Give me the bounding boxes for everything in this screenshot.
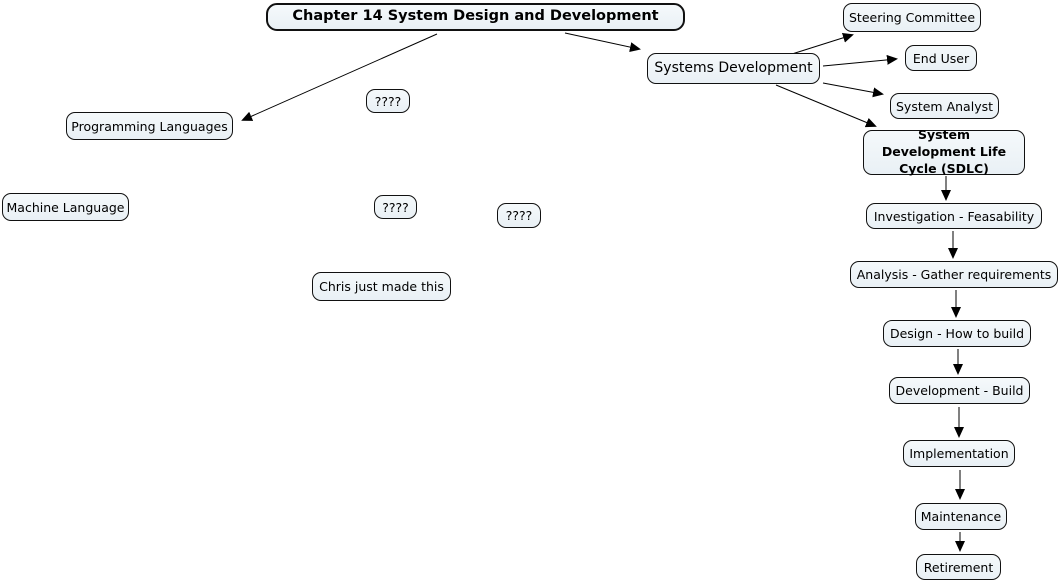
node-analysis[interactable]: Analysis - Gather requirements bbox=[850, 261, 1058, 288]
node-unknown-1[interactable]: ???? bbox=[366, 89, 410, 113]
node-sdlc[interactable]: System Development Life Cycle (SDLC) bbox=[863, 127, 1025, 176]
node-end-user[interactable]: End User bbox=[905, 45, 977, 71]
node-chris-note[interactable]: Chris just made this bbox=[312, 272, 451, 301]
node-maintenance[interactable]: Maintenance bbox=[915, 503, 1007, 530]
node-design[interactable]: Design - How to build bbox=[883, 320, 1031, 347]
arrow-sysdev-to-sdlc bbox=[775, 84, 877, 128]
arrow-title-to-programming-languages bbox=[241, 33, 438, 121]
node-steering-committee[interactable]: Steering Committee bbox=[843, 3, 981, 32]
arrow-title-to-systems-development bbox=[564, 32, 641, 52]
node-investigation[interactable]: Investigation - Feasability bbox=[866, 203, 1042, 229]
node-unknown-3[interactable]: ???? bbox=[497, 203, 541, 228]
node-system-analyst[interactable]: System Analyst bbox=[890, 93, 999, 119]
node-retirement[interactable]: Retirement bbox=[916, 554, 1001, 580]
node-systems-development[interactable]: Systems Development bbox=[647, 53, 820, 84]
arrow-sysdev-to-end-user bbox=[822, 54, 898, 67]
node-machine-language[interactable]: Machine Language bbox=[2, 193, 129, 221]
node-programming-languages[interactable]: Programming Languages bbox=[66, 112, 233, 140]
arrow-sysdev-to-steering-committee bbox=[791, 32, 854, 55]
node-development[interactable]: Development - Build bbox=[889, 377, 1030, 404]
node-implementation[interactable]: Implementation bbox=[903, 440, 1015, 467]
node-chapter-title[interactable]: Chapter 14 System Design and Development bbox=[266, 3, 685, 31]
node-unknown-2[interactable]: ???? bbox=[374, 195, 417, 219]
arrow-sysdev-to-system-analyst bbox=[822, 82, 884, 98]
